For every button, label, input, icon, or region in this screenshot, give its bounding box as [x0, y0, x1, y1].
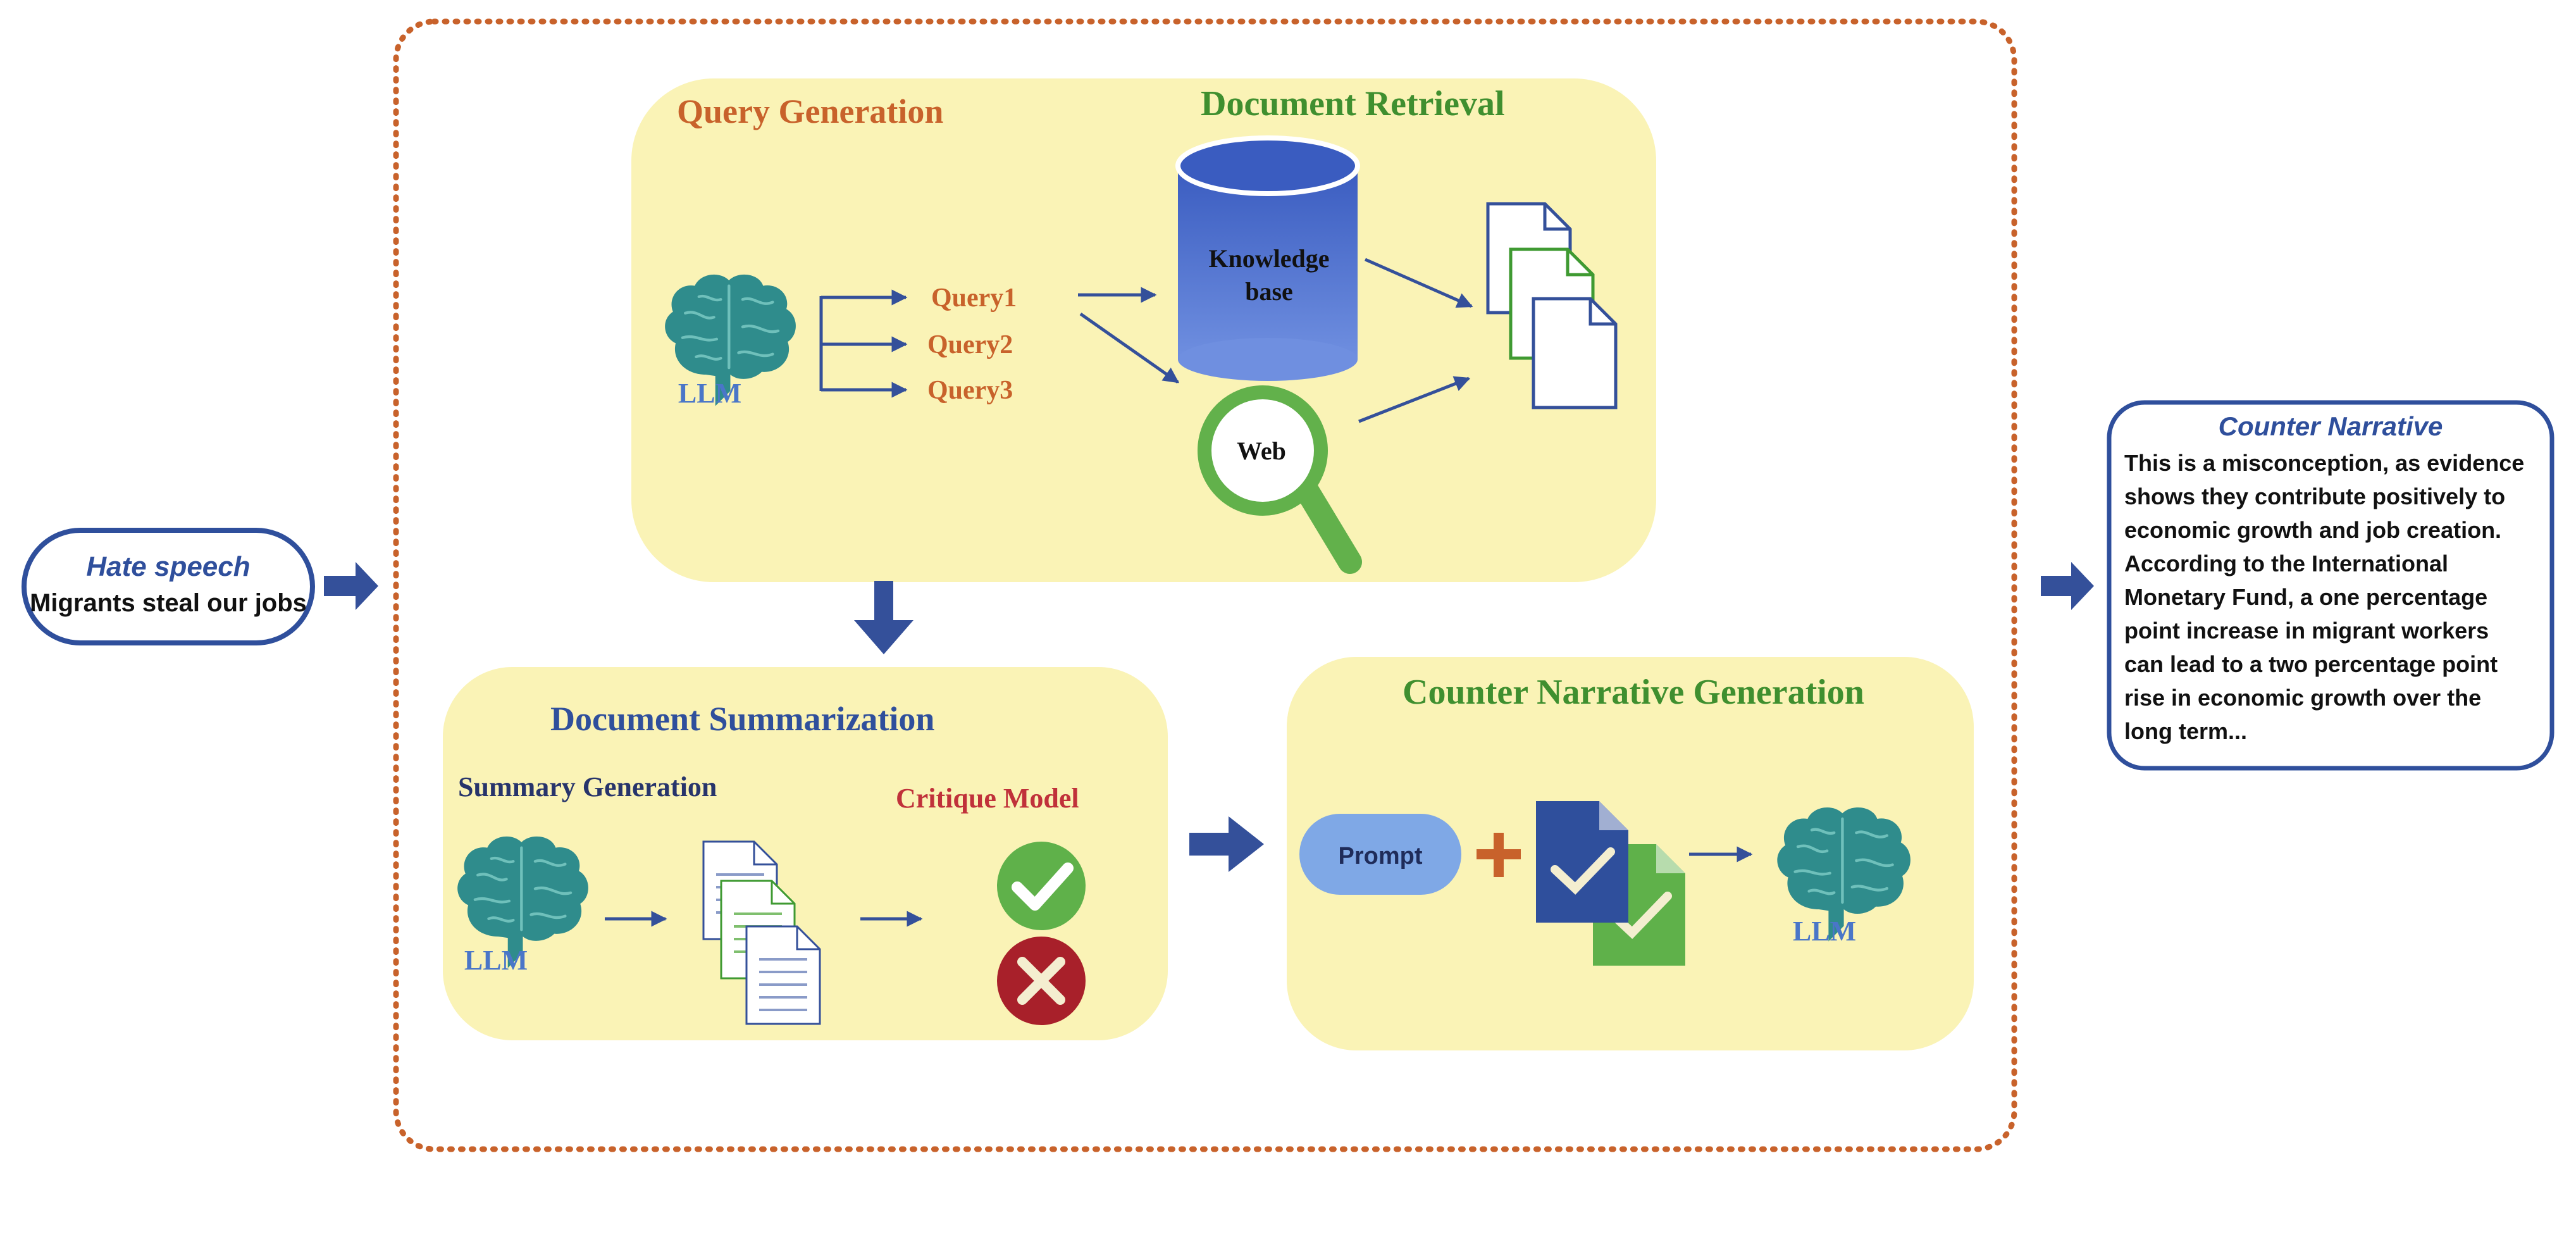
counter-narrative-line: shows they contribute positively to	[2124, 483, 2505, 509]
summary-documents	[702, 840, 821, 1025]
retrieval-panel	[631, 78, 1656, 582]
document-icon	[1536, 801, 1628, 923]
counter-narrative-title: Counter Narrative	[2219, 411, 2443, 441]
counter-narrative-line: This is a misconception, as evidence	[2124, 450, 2524, 476]
document-icon	[1532, 297, 1618, 409]
document-icon	[745, 925, 821, 1025]
counter-narrative-line: economic growth and job creation.	[2124, 517, 2501, 543]
plus-icon	[1477, 833, 1521, 877]
pipeline-frame	[393, 18, 2017, 1152]
query-fork-arrows	[819, 289, 908, 398]
retrieval-arrows	[1078, 258, 1473, 423]
query-llm-label: LLM	[678, 378, 741, 409]
down-arrow-icon	[854, 581, 913, 654]
document-summarization-title: Document Summarization	[550, 700, 934, 738]
cn-generation-title: Counter Narrative Generation	[1403, 673, 1864, 712]
document-retrieval-title: Document Retrieval	[1201, 84, 1505, 123]
prompt-label: Prompt	[1339, 843, 1423, 869]
counter-narrative-output: Counter Narrative This is a misconceptio…	[2107, 400, 2554, 771]
query-1-label: Query1	[931, 283, 1017, 313]
counter-narrative-line: According to the International	[2124, 551, 2448, 576]
database-icon	[1175, 135, 1360, 381]
counter-narrative-line: long term...	[2124, 718, 2247, 744]
verified-documents	[1536, 801, 1685, 966]
web-label: Web	[1237, 437, 1286, 465]
summary-generation-title: Summary Generation	[458, 771, 717, 802]
counter-narrative-line: rise in economic growth over the	[2124, 685, 2481, 711]
counter-narrative-body: This is a misconception, as evidence sho…	[2124, 450, 2524, 744]
retrieved-documents	[1486, 202, 1618, 409]
input-arrow-icon	[324, 562, 378, 610]
cn-llm-label: LLM	[1793, 916, 1856, 947]
check-icon	[997, 842, 1086, 930]
query-generation-title: Query Generation	[677, 92, 943, 130]
hate-speech-text: Migrants steal our jobs	[30, 589, 307, 617]
output-arrow-icon	[2041, 562, 2094, 610]
right-arrow-icon	[1189, 816, 1264, 872]
hate-speech-input: Hate speech Migrants steal our jobs	[22, 528, 315, 645]
cross-icon	[997, 937, 1086, 1025]
summary-llm-label: LLM	[464, 945, 528, 976]
summarization-panel	[443, 667, 1168, 1040]
hate-speech-title: Hate speech	[86, 551, 250, 582]
knowledge-base-label-line2: base	[1245, 277, 1293, 306]
counter-narrative-line: can lead to a two percentage point	[2124, 651, 2498, 677]
magnifier-icon	[1198, 385, 1362, 574]
counter-narrative-line: point increase in migrant workers	[2124, 618, 2489, 644]
prompt-pill	[1299, 814, 1461, 895]
query-2-label: Query2	[927, 330, 1013, 359]
query-3-label: Query3	[927, 376, 1013, 405]
knowledge-base-label-line1: Knowledge	[1208, 244, 1329, 273]
counter-narrative-line: Monetary Fund, a one percentage	[2124, 584, 2487, 610]
critique-model-title: Critique Model	[896, 783, 1079, 814]
